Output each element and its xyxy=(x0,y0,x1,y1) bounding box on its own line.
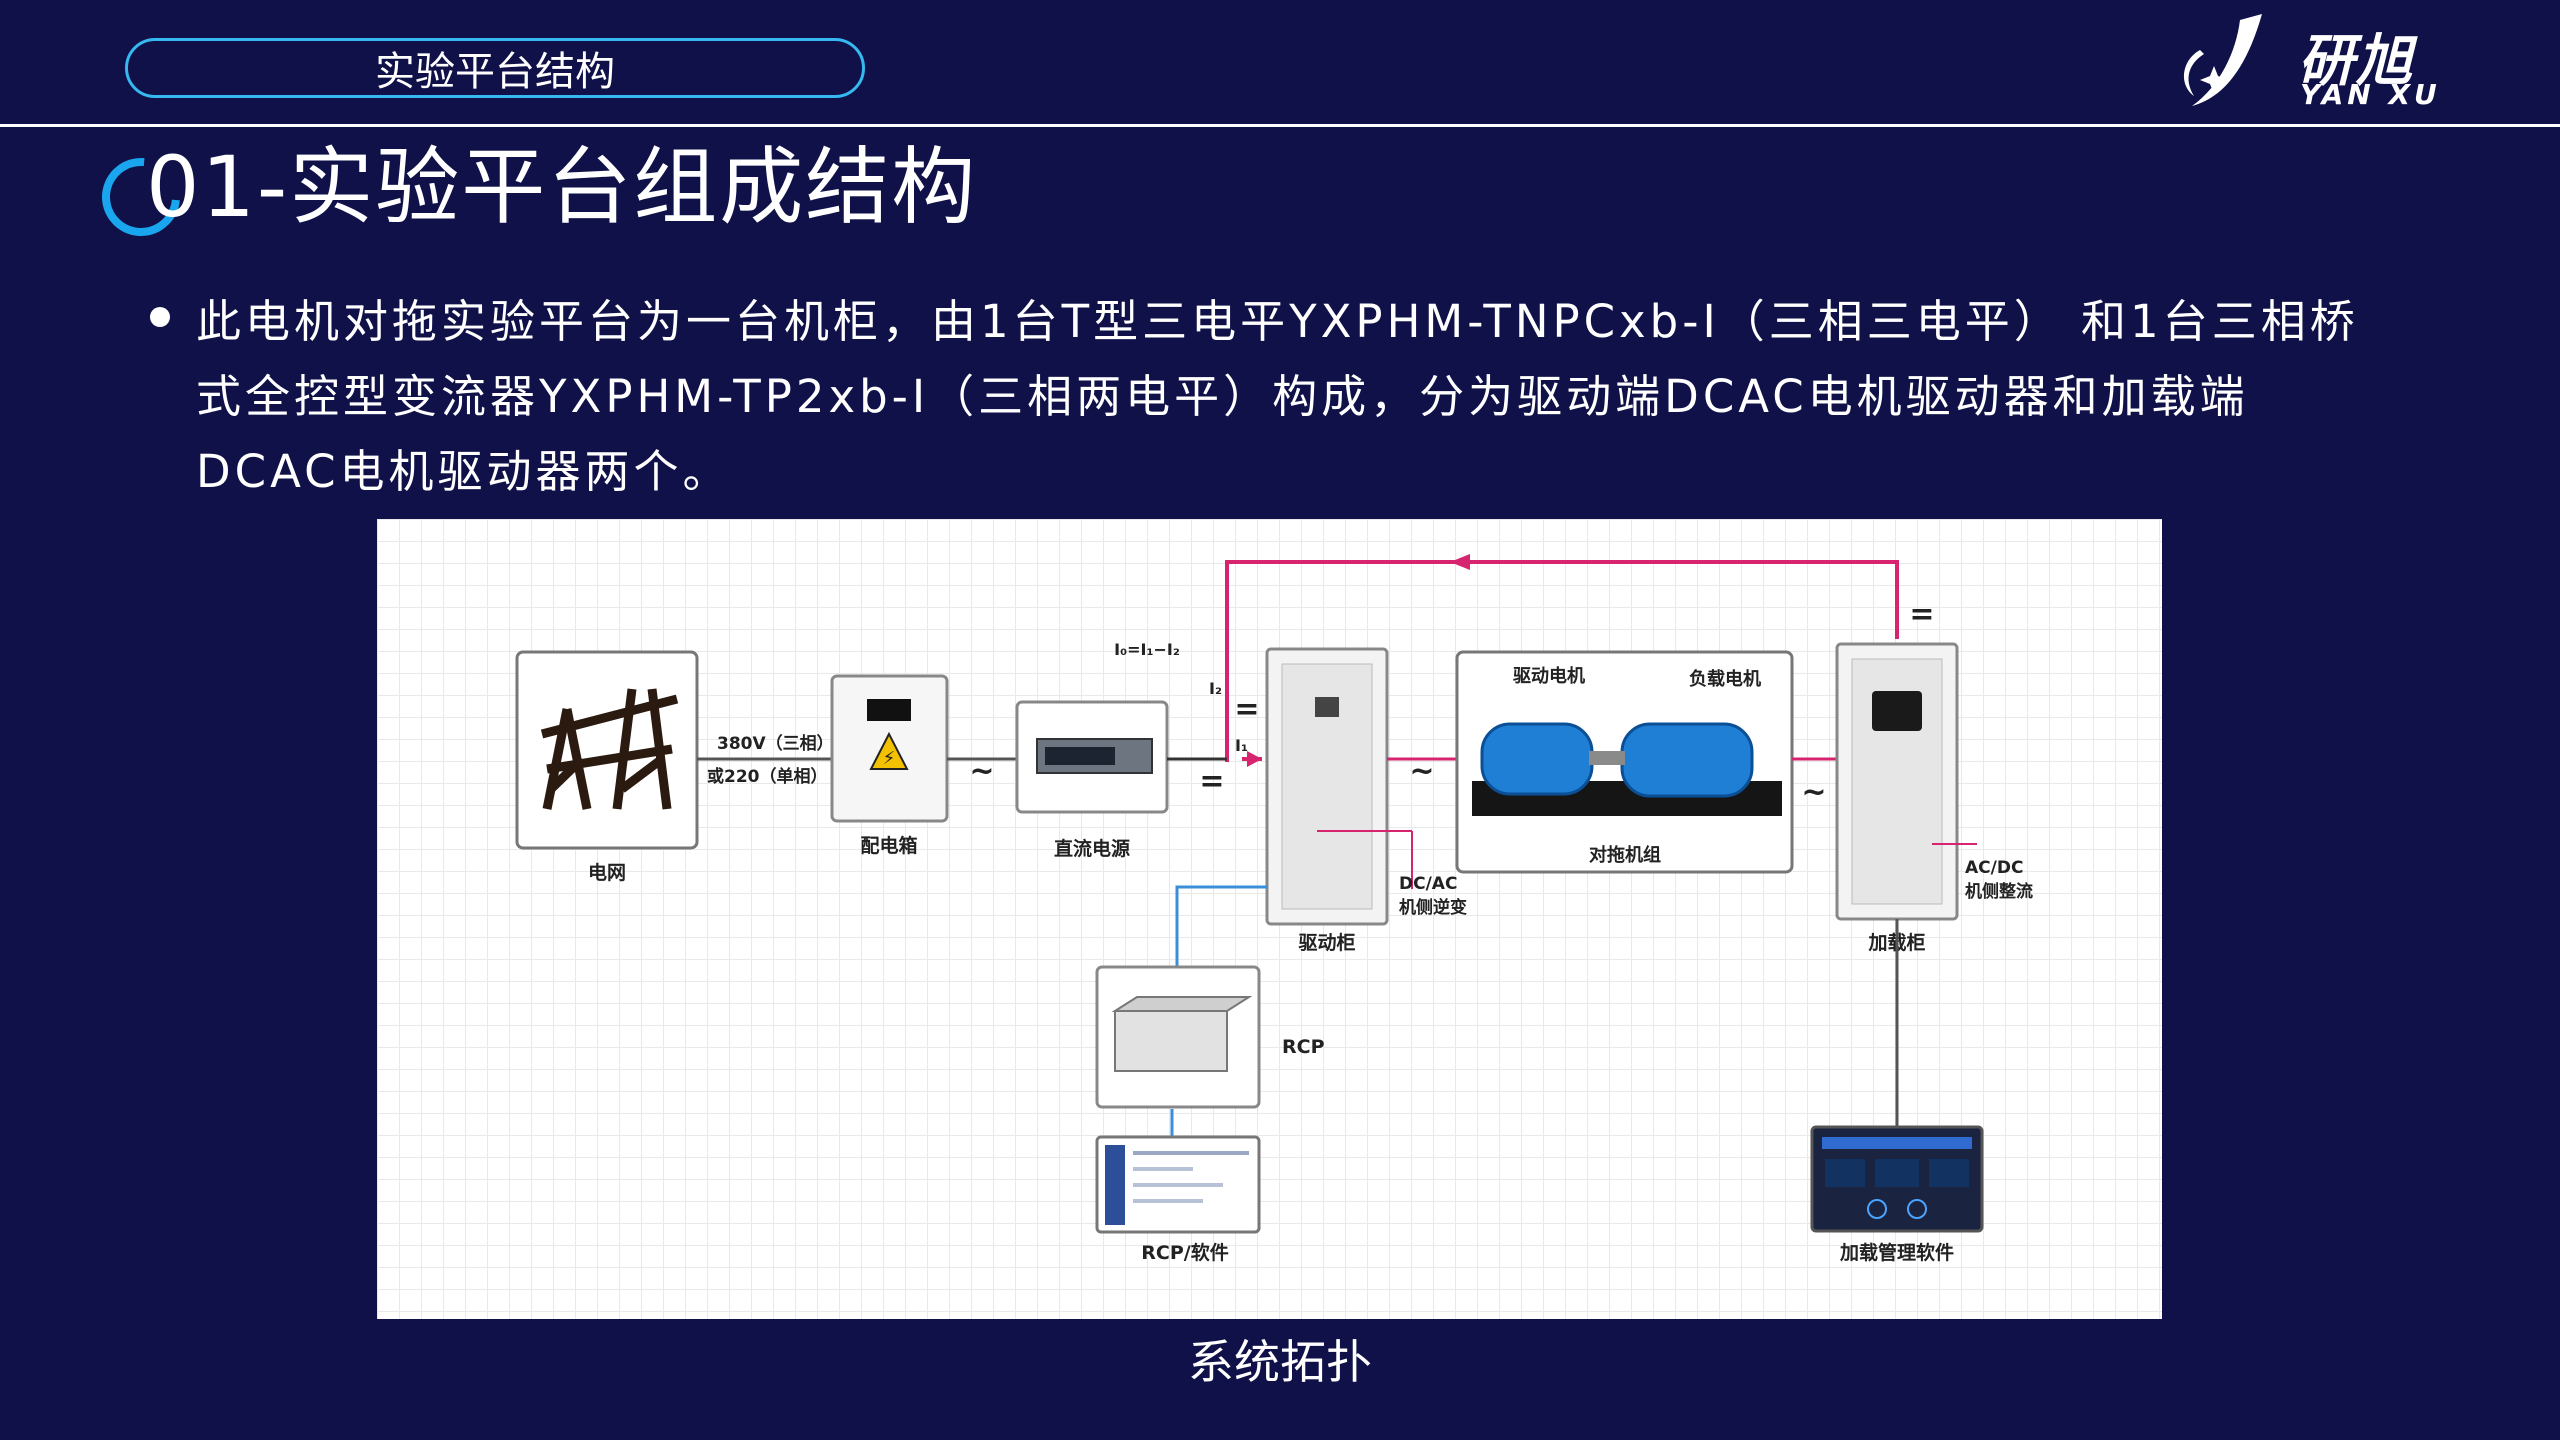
i1-label: I₁ xyxy=(1235,736,1248,755)
dcac-label-1: DC/AC xyxy=(1399,874,1457,894)
rcp-link-line xyxy=(1175,885,1267,967)
ac-symbol-2: ~ xyxy=(1409,754,1434,789)
power-tower-icon xyxy=(540,688,679,810)
rcp-software-label: RCP/软件 xyxy=(1141,1241,1228,1264)
dc-symbol-3: = xyxy=(1909,597,1934,632)
load-cabinet-screen xyxy=(1872,691,1922,731)
dcac-label-2: 机侧逆变 xyxy=(1399,897,1467,918)
rcp-label: RCP xyxy=(1282,1036,1325,1058)
header-divider xyxy=(0,124,2560,127)
logo-cn-text: 研旭 xyxy=(2298,29,2414,94)
load-software-label: 加载管理软件 xyxy=(1839,1241,1954,1264)
company-logo: 研旭 YAN XU xyxy=(2170,6,2460,116)
drive-cabinet-screen xyxy=(1315,697,1339,717)
warning-icon xyxy=(869,731,909,770)
distribution-display xyxy=(867,699,911,721)
bullet-dot-icon xyxy=(150,307,170,327)
voltage-label-1: 380V（三相） xyxy=(717,733,834,754)
ac-symbol-1: ~ xyxy=(969,754,994,789)
i1-arrow-icon xyxy=(1247,751,1262,767)
dc-loop-arrow-icon xyxy=(1450,554,1470,570)
distribution-box-label: 配电箱 xyxy=(860,834,917,857)
acdc-label-1: AC/DC xyxy=(1965,858,2023,878)
voltage-label-2: 或220（单相） xyxy=(707,766,828,787)
motor-set-label: 对拖机组 xyxy=(1589,844,1661,866)
grid-label: 电网 xyxy=(588,861,626,884)
logo-en-text: YAN XU xyxy=(2300,78,2441,111)
dc-supply-label: 直流电源 xyxy=(1054,837,1130,860)
load-motor-label: 负载电机 xyxy=(1689,668,1761,690)
dc-supply-panel xyxy=(1045,747,1115,765)
bullet-paragraph: 此电机对拖实验平台为一台机柜，由1台T型三电平YXPHM-TNPCxb-I（三相… xyxy=(196,295,2359,498)
dc-symbol-1: = xyxy=(1199,764,1224,799)
i2-label: I₂ xyxy=(1209,679,1222,698)
logo-mark-icon xyxy=(2183,14,2262,106)
drive-motor-label: 驱动电机 xyxy=(1513,665,1585,687)
ac-symbol-3: ~ xyxy=(1801,775,1826,810)
drive-motor-icon xyxy=(1480,722,1594,796)
warning-mark: ⚡ xyxy=(883,748,896,769)
dc-loop-line xyxy=(1225,560,1899,762)
acdc-label-2: 机侧整流 xyxy=(1965,881,2033,902)
current-eq-label: I₀=I₁−I₂ xyxy=(1114,640,1180,659)
topology-diagram: 电网 380V（三相） 或220（单相） ⚡ 配电箱 ~ 直流电源 = I₀=I… xyxy=(377,519,2162,1319)
dc-symbol-2: = xyxy=(1234,692,1259,727)
topology-svg: 电网 380V（三相） 或220（单相） ⚡ 配电箱 ~ 直流电源 = I₀=I… xyxy=(515,554,2033,1264)
load-motor-icon xyxy=(1620,722,1754,798)
drive-cabinet-label: 驱动柜 xyxy=(1298,932,1355,954)
rcp-unit-icon xyxy=(1114,1010,1228,1072)
page-title: 01-实验平台组成结构 xyxy=(146,138,978,236)
figure-caption: 系统拓扑 xyxy=(1188,1335,1372,1389)
section-label: 实验平台结构 xyxy=(125,38,865,98)
